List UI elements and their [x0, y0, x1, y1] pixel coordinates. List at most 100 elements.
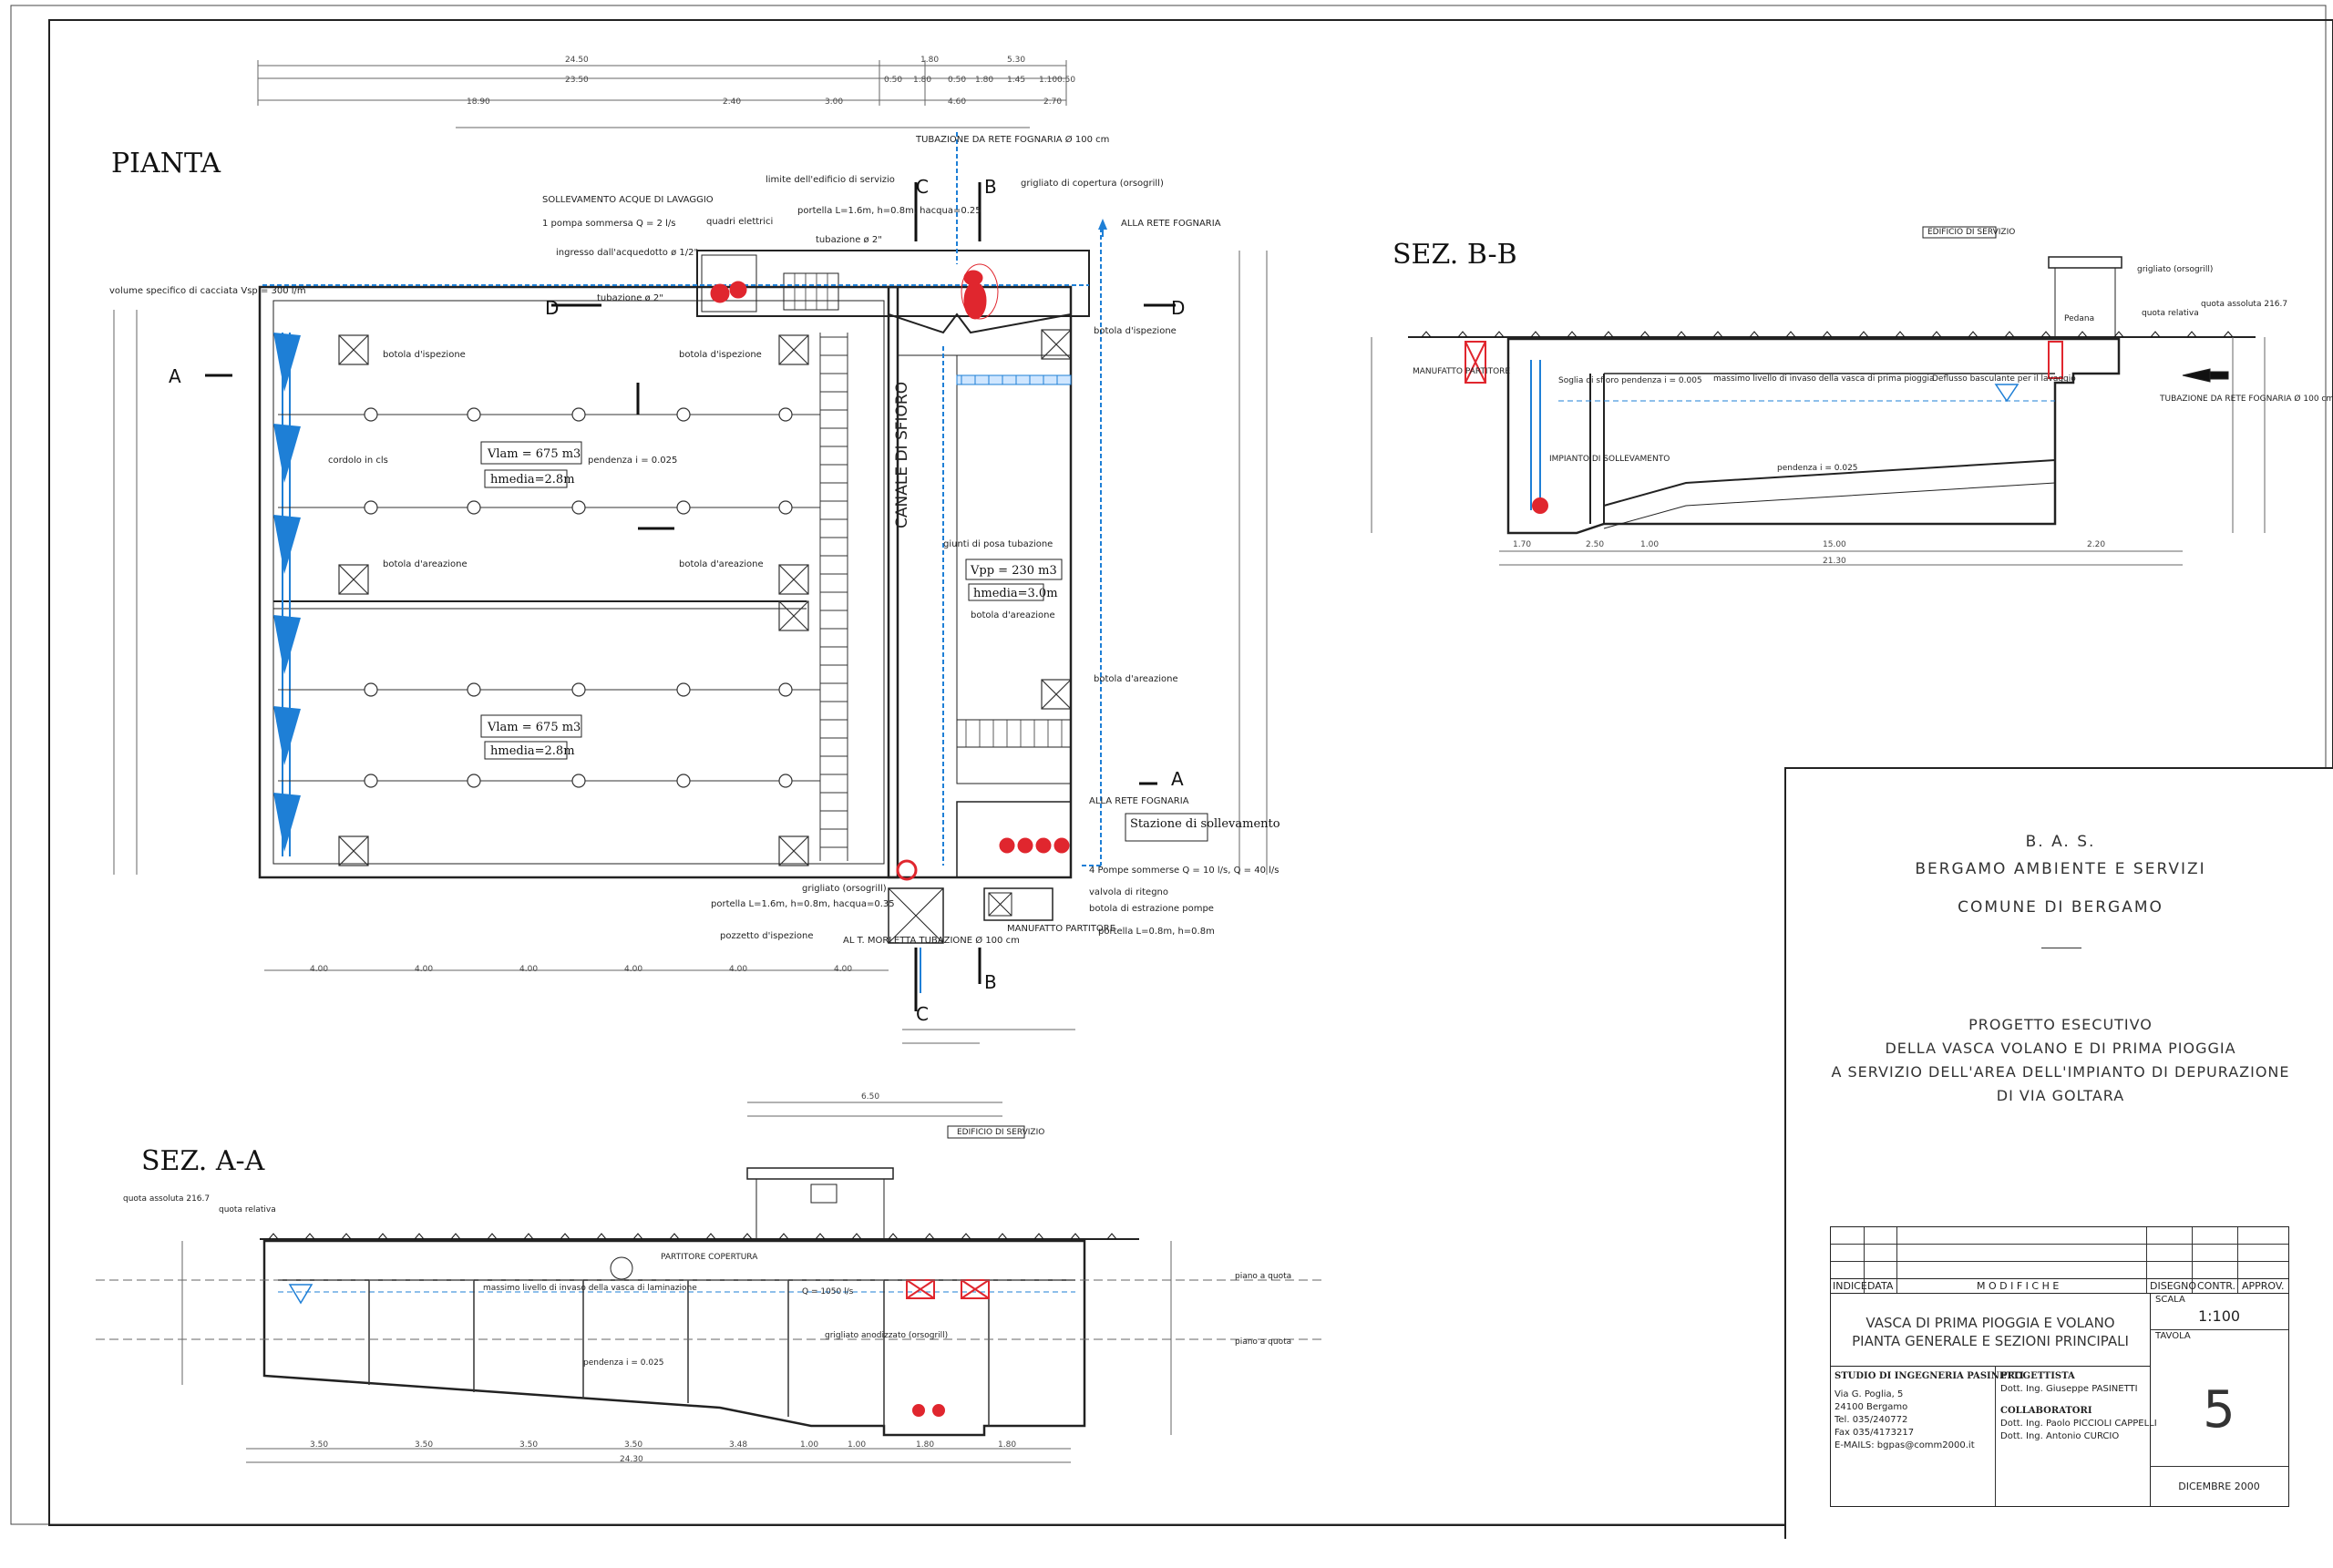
label-limite: limite dell'edificio di servizio — [766, 175, 895, 185]
aa-piano-1: piano a quota — [1235, 1272, 1291, 1281]
section-title-aa: SEZ. A-A — [141, 1145, 265, 1177]
tavola-label: TAVOLA — [2155, 1331, 2191, 1341]
dim-bb-2: 1.00 — [1640, 540, 1659, 549]
studio-fax: Fax 035/4173217 — [1835, 1428, 1915, 1438]
dim-top-9: 1.10 — [1039, 76, 1057, 85]
aa-edificio: EDIFICIO DI SERVIZIO — [957, 1128, 1044, 1137]
label-pozzetto: pozzetto d'ispezione — [720, 931, 813, 941]
bb-grigliato: grigliato (orsogrill) — [2137, 265, 2213, 274]
label-botola-aer-3: botola d'areazione — [971, 610, 1055, 620]
label-pendenza-1: pendenza i = 0.025 — [588, 456, 677, 466]
dim-top-5: 1.80 — [913, 76, 931, 85]
drawing-title-1: VASCA DI PRIMA PIOGGIA E VOLANO — [1865, 1315, 2115, 1331]
col-modifiche: M O D I F I C H E — [1977, 1280, 2060, 1292]
cut-letter-c-2: C — [916, 1003, 929, 1025]
dim-aa-10: 6.50 — [861, 1092, 879, 1102]
dim-aa-9: 24.30 — [620, 1455, 643, 1464]
scala-label: SCALA — [2155, 1295, 2185, 1305]
project-line-1: PROGETTO ESECUTIVO — [1968, 1016, 2153, 1033]
dim-top-14: 4.60 — [948, 97, 966, 107]
dim-top-7: 1.80 — [975, 76, 993, 85]
studio-email: E-MAILS: bgpas@comm2000.it — [1835, 1440, 1975, 1450]
dim-aa-0: 3.50 — [310, 1440, 328, 1450]
label-pompe: 4 Pompe sommerse Q = 10 l/s, Q = 40 l/s — [1089, 866, 1279, 876]
dim-aa-6: 1.00 — [848, 1440, 866, 1450]
label-volume-spec: volume specifico di cacciata Vsp = 300 l… — [109, 286, 306, 296]
dim-top-0: 24.50 — [565, 56, 589, 65]
dim-aa-2: 3.50 — [519, 1440, 538, 1450]
label-morletta: AL T. MORLETTA TUBAZIONE Ø 100 cm — [843, 935, 1020, 946]
label-alla-rete: ALLA RETE FOGNARIA — [1121, 219, 1221, 229]
dim-top-13: 3.00 — [825, 97, 843, 107]
revision-grid — [1831, 1227, 2288, 1293]
label-botola-estr: botola di estrazione pompe — [1089, 904, 1214, 914]
aa-quota-ass: quota assoluta 216.7 — [123, 1194, 210, 1204]
label-tubazione-2b: tubazione ø 2" — [597, 293, 663, 303]
label-vlam-2: Vlam = 675 m3 — [487, 721, 581, 734]
org-acronym: B. A. S. — [2025, 833, 2096, 851]
cut-letter-b: B — [984, 176, 997, 198]
project-line-2: DELLA VASCA VOLANO E DI PRIMA PIOGGIA — [1885, 1040, 2236, 1057]
label-botola-isp-1: botola d'ispezione — [383, 350, 466, 360]
aa-piano-2: piano a quota — [1235, 1337, 1291, 1347]
col-approv: APPROV. — [2242, 1280, 2285, 1292]
cut-letter-d: D — [545, 297, 559, 319]
label-pozzo: giunti di posa tubazione — [943, 539, 1053, 549]
dim-bb-3: 15.00 — [1823, 540, 1846, 549]
studio-name: STUDIO DI INGEGNERIA PASINETTI — [1835, 1371, 2024, 1381]
collab-label: COLLABORATORI — [2000, 1406, 2092, 1416]
bb-impianto: IMPIANTO DI SOLLEVAMENTO — [1549, 455, 1670, 464]
bb-pedana: Pedana — [2064, 314, 2094, 323]
label-tubazione-2: tubazione ø 2" — [816, 235, 882, 245]
dim-bot-0: 4.00 — [310, 965, 328, 974]
label-rete-top: TUBAZIONE DA RETE FOGNARIA Ø 100 cm — [915, 134, 1109, 145]
studio-addr-2: 24100 Bergamo — [1835, 1402, 1908, 1412]
label-stazione: Stazione di sollevamento — [1130, 817, 1280, 831]
org-name: BERGAMO AMBIENTE E SERVIZI — [1915, 860, 2206, 878]
title-block: B. A. S. BERGAMO AMBIENTE E SERVIZI COMU… — [1784, 767, 2333, 1539]
label-manufatto: MANUFATTO PARTITORE — [1007, 924, 1115, 934]
dim-top-10: 0.50 — [1057, 76, 1075, 85]
label-hmedia-pp: hmedia=3.0m — [973, 587, 1058, 600]
dim-bot-3: 4.00 — [624, 965, 642, 974]
label-hmedia-1: hmedia=2.8m — [490, 473, 575, 487]
label-grigliato-2: grigliato (orsogrill) — [802, 884, 887, 894]
dim-bb-4: 2.20 — [2087, 540, 2105, 549]
cut-letter-a: A — [169, 365, 181, 387]
collab-1: Dott. Ing. Paolo PICCIOLI CAPPELLI — [2000, 1419, 2157, 1429]
dim-aa-5: 1.00 — [800, 1440, 818, 1450]
dim-aa-3: 3.50 — [624, 1440, 642, 1450]
bb-manufatto: MANUFATTO PARTITORE — [1413, 367, 1510, 376]
dim-bot-1: 4.00 — [415, 965, 433, 974]
label-botola-isp-2: botola d'ispezione — [679, 350, 762, 360]
date: DICEMBRE 2000 — [2178, 1481, 2260, 1492]
studio-addr-1: Via G. Poglia, 5 — [1835, 1389, 1904, 1399]
section-aa-view — [96, 1102, 1321, 1463]
dim-top-6: 0.50 — [948, 76, 966, 85]
dim-top-15: 2.70 — [1043, 97, 1062, 107]
aa-partitore: PARTITORE COPERTURA — [661, 1253, 758, 1262]
label-pompa: 1 pompa sommersa Q = 2 l/s — [542, 219, 676, 229]
label-botola-aer-2: botola d'areazione — [679, 559, 764, 569]
label-quadri: quadri elettrici — [706, 217, 773, 227]
progettista-label: PROGETTISTA — [2000, 1371, 2075, 1381]
dim-bot-4: 4.00 — [729, 965, 747, 974]
drawing-title-2: PIANTA GENERALE E SEZIONI PRINCIPALI — [1852, 1333, 2129, 1349]
cut-letter-c: C — [916, 176, 929, 198]
dim-bot-5: 4.00 — [834, 965, 852, 974]
label-vpp: Vpp = 230 m3 — [970, 564, 1057, 578]
dim-bb-5: 21.30 — [1823, 557, 1846, 566]
bb-soglia: Soglia di sfioro pendenza i = 0.005 — [1558, 376, 1702, 385]
aa-quota-rel: quota relativa — [219, 1205, 276, 1214]
dim-top-4: 0.50 — [884, 76, 902, 85]
label-canale: CANALE DI SFIORO — [893, 382, 911, 528]
label-botola-aer-1: botola d'areazione — [383, 559, 468, 569]
dim-aa-4: 3.48 — [729, 1440, 747, 1450]
dim-bb-0: 1.70 — [1513, 540, 1531, 549]
dim-top-11: 18.90 — [467, 97, 490, 107]
label-alla-rete-2: ALLA RETE FOGNARIA — [1089, 796, 1189, 806]
label-hmedia-2: hmedia=2.8m — [490, 744, 575, 758]
progettista-name: Dott. Ing. Giuseppe PASINETTI — [2000, 1384, 2138, 1394]
cut-letter-b-2: B — [984, 971, 997, 993]
